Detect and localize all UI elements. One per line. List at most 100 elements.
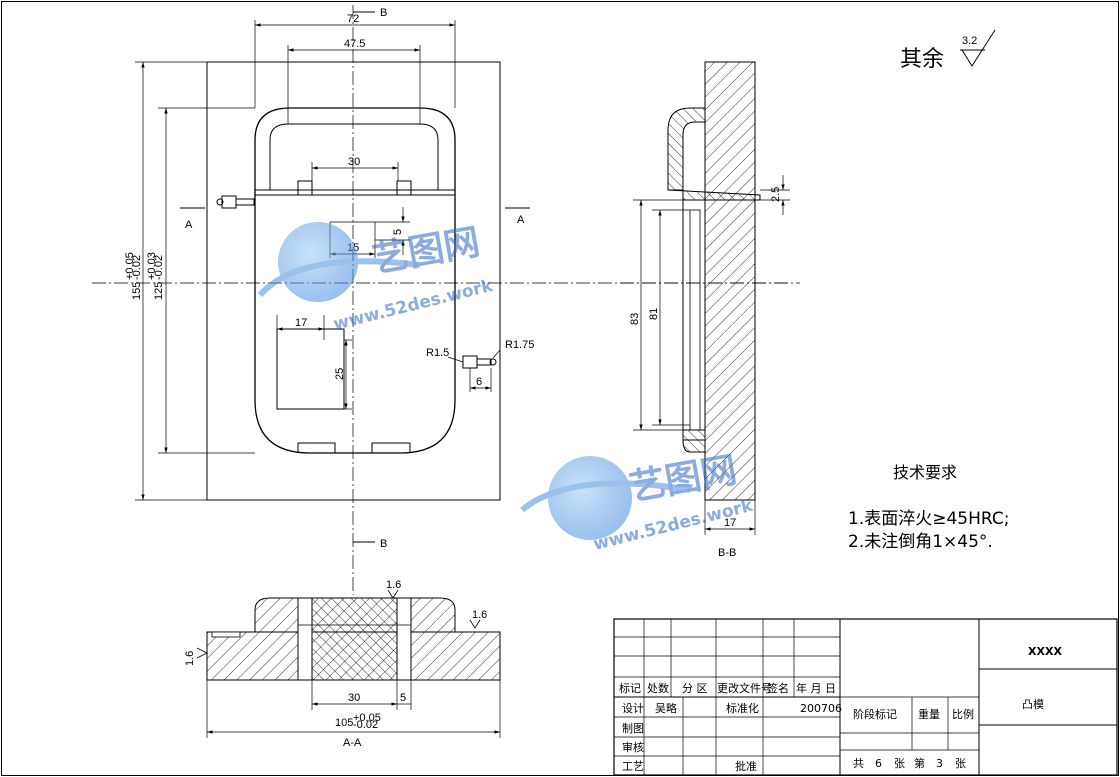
dim-inner-width: 47.5 bbox=[344, 38, 365, 50]
section-b-top-label: B bbox=[380, 7, 387, 19]
pin-right-rod bbox=[476, 358, 492, 366]
dim-aa-step: 5 bbox=[400, 692, 406, 704]
tb-designer: 吴略 bbox=[655, 701, 677, 715]
tb-header-zone: 分 区 bbox=[682, 682, 708, 695]
bb-punch-bottom-section bbox=[682, 429, 706, 453]
slot-left bbox=[297, 180, 313, 196]
tb-stage-label: 阶段标记 bbox=[853, 707, 897, 721]
bb-dimensions bbox=[633, 175, 790, 535]
bb-punch-inner bbox=[689, 209, 701, 431]
aa-slot-left bbox=[297, 597, 313, 681]
tb-scale-label: 比例 bbox=[952, 707, 974, 721]
watermark-globe-icon bbox=[278, 222, 358, 302]
pin-left-body bbox=[221, 195, 237, 209]
tb-sheet-unit: 张 bbox=[894, 757, 905, 770]
bb-plate-section bbox=[704, 61, 756, 501]
section-a-right-label: A bbox=[517, 214, 525, 226]
roughness-other-value: 3.2 bbox=[962, 35, 977, 47]
dim-slot-width: 30 bbox=[348, 156, 360, 168]
dim-window-width: 17 bbox=[295, 317, 307, 329]
pin-right-body bbox=[462, 355, 478, 369]
bb-caption: B-B bbox=[718, 547, 736, 559]
dim-pin-length: 6 bbox=[476, 376, 482, 388]
plate-outline bbox=[206, 61, 501, 501]
title-block bbox=[613, 618, 1118, 776]
dim-bb-height-inner: 81 bbox=[648, 308, 660, 320]
dim-radius-1: R1.5 bbox=[426, 347, 449, 359]
notch-left bbox=[297, 442, 336, 453]
dim-top-width: 72 bbox=[347, 13, 359, 25]
dim-overall-height-tol-lower: -0.02 bbox=[131, 255, 143, 280]
bb-punch-body bbox=[682, 199, 706, 441]
dim-inner-height: 125 bbox=[153, 282, 165, 300]
dim-bb-step: 2.5 bbox=[770, 187, 782, 202]
aa-core-section bbox=[311, 597, 398, 681]
slot-right bbox=[396, 180, 412, 196]
dim-overall-height: 155 bbox=[131, 282, 143, 300]
watermark-globe-icon bbox=[548, 456, 632, 540]
watermark-site: www.52des.work bbox=[331, 276, 495, 335]
tb-approve-label: 批准 bbox=[735, 759, 757, 773]
tb-sheet-index: 3 bbox=[936, 757, 943, 770]
tb-header-count: 处数 bbox=[647, 682, 669, 695]
front-view bbox=[206, 61, 501, 501]
dim-inner-height-tol-lower: -0.02 bbox=[153, 255, 165, 280]
dim-bb-thickness: 17 bbox=[724, 517, 736, 529]
tech-requirement-1: 1.表面淬火≥45HRC; bbox=[848, 509, 1009, 529]
aa-chamfer bbox=[211, 631, 241, 638]
tech-requirement-2: 2.未注倒角1×45°. bbox=[848, 532, 993, 552]
tb-date: 200706 bbox=[800, 702, 842, 715]
roughness-other-label: 其余 bbox=[900, 47, 944, 72]
dim-aa-width: 105 bbox=[335, 717, 353, 729]
tb-sheet-total-prefix: 共 bbox=[853, 757, 864, 770]
dim-aa-slot: 30 bbox=[348, 692, 360, 704]
dim-bb-height-outer: 83 bbox=[629, 313, 641, 325]
section-aa-view bbox=[206, 597, 501, 681]
punch-inner-loop bbox=[269, 123, 439, 190]
aa-caption: A-A bbox=[343, 737, 362, 749]
roughness-value-aa-left: 1.6 bbox=[184, 651, 196, 666]
tb-sheet-index-prefix: 第 bbox=[914, 756, 925, 770]
tb-part-name: 凸模 bbox=[1022, 698, 1044, 711]
tb-design-label: 设计 bbox=[622, 702, 644, 715]
tb-standardize-label: 标准化 bbox=[726, 701, 759, 715]
punch-outline bbox=[254, 107, 456, 454]
dim-aa-width-tol-lower: -0.02 bbox=[353, 719, 378, 731]
tb-sheet-index-unit: 张 bbox=[955, 757, 966, 770]
tb-review-label: 审核 bbox=[622, 740, 644, 754]
section-b-bottom-label: B bbox=[380, 538, 387, 550]
roughness-value-aa-right: 1.6 bbox=[472, 609, 487, 621]
roughness-value-aa-top: 1.6 bbox=[386, 579, 401, 591]
section-a-left-label: A bbox=[185, 219, 193, 231]
aa-slot-right bbox=[396, 597, 412, 681]
watermark-2: 艺图网 www.52des.work bbox=[520, 450, 756, 555]
tb-header-signature: 签名 bbox=[767, 681, 789, 695]
tb-header-change-doc: 更改文件号 bbox=[717, 681, 772, 695]
dim-aa-width-tol-upper: +0.05 bbox=[353, 712, 381, 724]
front-dimensions bbox=[135, 20, 501, 501]
notch-right bbox=[371, 442, 411, 453]
dim-overall-height-tol-upper: +0.05 bbox=[124, 252, 136, 280]
aa-dimensions bbox=[206, 680, 501, 738]
tb-draw-label: 制图 bbox=[622, 722, 644, 735]
dim-window-height: 25 bbox=[334, 368, 346, 380]
section-bb-view bbox=[667, 61, 761, 501]
tb-drawing-code: XXXX bbox=[1028, 645, 1062, 658]
tb-sheet-total: 6 bbox=[875, 757, 882, 770]
tb-header-date: 年 月 日 bbox=[796, 681, 836, 695]
tb-weight-label: 重量 bbox=[918, 707, 940, 721]
dim-radius-2: R1.75 bbox=[505, 339, 534, 351]
tb-process-label: 工艺 bbox=[622, 760, 644, 773]
roughness-other-symbol bbox=[961, 29, 996, 67]
pin-left-head bbox=[216, 198, 224, 206]
bb-punch-top-section bbox=[667, 107, 706, 191]
watermark-name: 艺图网 bbox=[369, 222, 482, 281]
dim-hole-offset-y: 5 bbox=[392, 229, 404, 235]
pin-left-rod bbox=[235, 198, 255, 206]
tb-header-mark: 标记 bbox=[619, 681, 641, 695]
tech-requirements-title: 技术要求 bbox=[893, 463, 957, 482]
dim-inner-height-tol-upper: +0.03 bbox=[146, 252, 158, 280]
roughness-symbols bbox=[196, 589, 481, 659]
